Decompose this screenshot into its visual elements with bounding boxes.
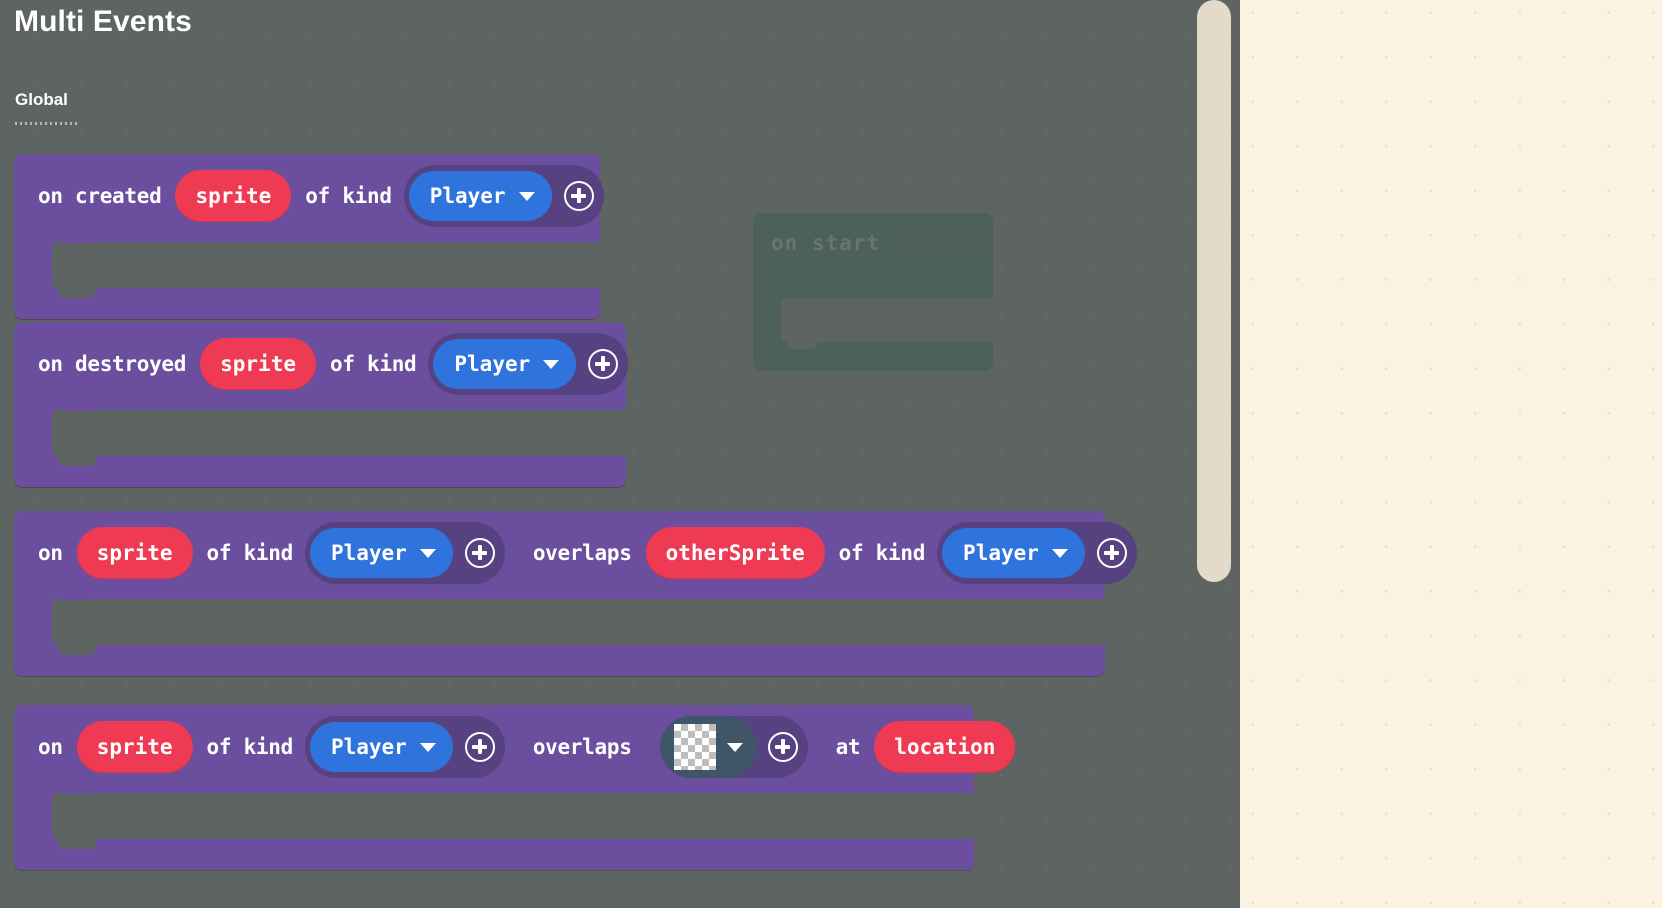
block-keyword-of-kind: of kind	[206, 541, 294, 565]
dropdown-tile[interactable]	[659, 716, 756, 778]
block-keyword-overlaps: overlaps	[532, 541, 632, 565]
ghost-block-notch	[787, 340, 817, 349]
dropdown-kind-label: Player	[454, 352, 531, 376]
add-parameter-icon[interactable]	[464, 732, 495, 762]
dropdown-kind-second-label: Player	[963, 541, 1039, 565]
variable-pill-sprite[interactable]: sprite	[200, 338, 316, 390]
variable-pill-sprite[interactable]: sprite	[76, 721, 193, 773]
dropdown-kind-first-label: Player	[330, 541, 407, 565]
block-keyword-on-created: on created	[38, 184, 162, 208]
dropdown-kind-first[interactable]: Player	[309, 528, 453, 578]
tile-transparency-icon	[673, 724, 716, 770]
page-title: Multi Events	[14, 5, 192, 38]
variable-pill-sprite[interactable]: sprite	[175, 170, 292, 222]
section-label-global: Global	[15, 90, 68, 109]
block-statement-slot[interactable]	[52, 784, 974, 849]
dropdown-kind-second[interactable]: Player	[942, 528, 1085, 578]
block-on-sprite-overlaps-tile-at-location[interactable]: on sprite of kind Player overlaps	[14, 705, 1016, 870]
blocks-workspace[interactable]: Multi Events Global on start on created …	[0, 0, 1240, 908]
chevron-down-icon	[1051, 548, 1068, 558]
block-keyword-of-kind: of kind	[329, 352, 417, 376]
block-keyword-at: at	[835, 735, 861, 759]
block-header: on destroyed sprite of kind Player	[14, 322, 629, 406]
vertical-scrollbar-thumb[interactable]	[1197, 0, 1231, 582]
chevron-down-icon	[419, 742, 436, 752]
block-on-created-sprite-of-kind[interactable]: on created sprite of kind Player	[14, 154, 604, 319]
tile-field-group	[659, 716, 808, 778]
dropdown-kind[interactable]: Player	[309, 722, 453, 772]
block-keyword-on: on	[38, 735, 63, 759]
dropdown-kind[interactable]: Player	[433, 339, 577, 389]
chevron-down-icon	[726, 742, 743, 752]
add-tile-icon[interactable]	[767, 732, 798, 762]
block-keyword-overlaps: overlaps	[532, 735, 632, 759]
section-underline	[15, 122, 79, 125]
chevron-down-icon	[518, 191, 535, 201]
dropdown-kind-label: Player	[429, 184, 506, 208]
kind-field-group: Player	[304, 716, 505, 778]
variable-pill-othersprite[interactable]: otherSprite	[645, 527, 825, 579]
kind-field-group: Player	[428, 333, 629, 395]
add-parameter-icon[interactable]	[563, 181, 594, 211]
block-keyword-on: on	[38, 541, 63, 565]
variable-pill-location[interactable]: location	[874, 721, 1016, 773]
ghost-block-label: on start	[771, 231, 881, 255]
chevron-down-icon	[543, 359, 560, 369]
block-keyword-of-kind-second: of kind	[838, 541, 926, 565]
block-on-sprite-overlaps-othersprite[interactable]: on sprite of kind Player overlaps otherS…	[14, 511, 1137, 676]
dropdown-kind-label: Player	[330, 735, 407, 759]
block-header: on sprite of kind Player overlaps otherS…	[14, 511, 1137, 595]
block-statement-slot[interactable]	[52, 401, 626, 466]
block-statement-slot[interactable]	[52, 590, 1105, 655]
variable-pill-sprite[interactable]: sprite	[76, 527, 193, 579]
ghost-block-slot	[781, 298, 993, 342]
kind-field-group: Player	[403, 165, 604, 227]
add-parameter-icon[interactable]	[588, 349, 619, 379]
block-statement-slot[interactable]	[52, 233, 600, 298]
block-keyword-of-kind: of kind	[305, 184, 392, 208]
add-parameter-icon-first[interactable]	[464, 538, 495, 568]
block-on-destroyed-sprite-of-kind[interactable]: on destroyed sprite of kind Player	[14, 322, 629, 487]
kind-field-group-second: Player	[937, 522, 1137, 584]
chevron-down-icon	[419, 548, 436, 558]
block-header: on sprite of kind Player overlaps	[14, 705, 1016, 789]
kind-field-group-first: Player	[304, 522, 505, 584]
block-keyword-on-destroyed: on destroyed	[38, 352, 187, 376]
simulator-panel[interactable]	[1240, 0, 1662, 908]
block-keyword-of-kind: of kind	[206, 735, 294, 759]
dropdown-kind[interactable]: Player	[408, 171, 552, 221]
block-header: on created sprite of kind Player	[14, 154, 604, 238]
ghost-block-on-start: on start	[753, 213, 993, 371]
add-parameter-icon-second[interactable]	[1096, 538, 1127, 568]
